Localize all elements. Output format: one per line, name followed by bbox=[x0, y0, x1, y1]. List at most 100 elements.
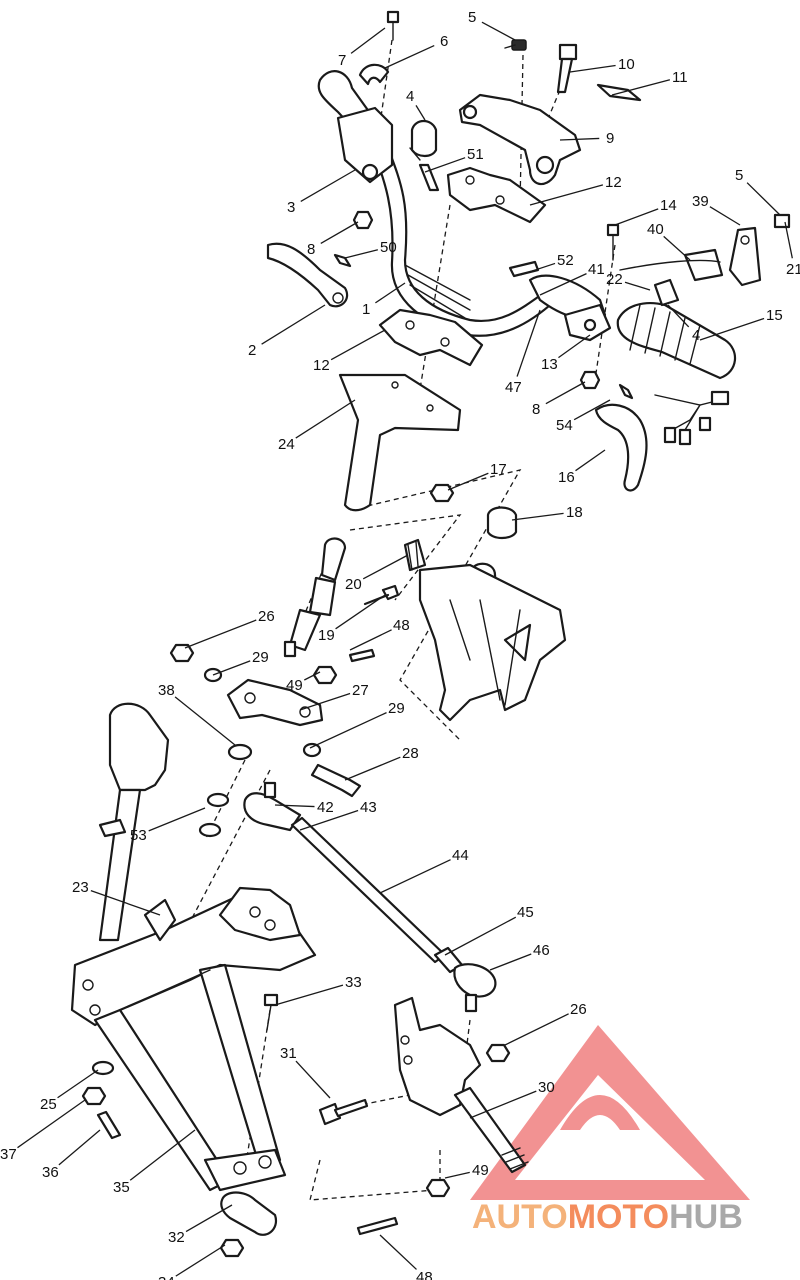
leader-c29b bbox=[309, 712, 387, 749]
leader-c47 bbox=[516, 309, 541, 377]
leader-c48b bbox=[379, 1234, 417, 1270]
callout-c34: 34 bbox=[158, 1274, 175, 1280]
callout-c41: 41 bbox=[588, 261, 605, 278]
leader-c27 bbox=[299, 692, 351, 711]
pin-51 bbox=[418, 163, 440, 192]
callout-c17: 17 bbox=[490, 461, 507, 478]
hardware-left bbox=[81, 1060, 122, 1140]
callout-c18: 18 bbox=[566, 504, 583, 521]
leader-c14 bbox=[614, 208, 659, 226]
ball-joint bbox=[219, 1191, 278, 1258]
leader-c6 bbox=[384, 44, 435, 69]
small-hardware-top bbox=[358, 10, 527, 86]
leader-c43 bbox=[299, 809, 359, 831]
callout-c51: 51 bbox=[467, 146, 484, 163]
handlebar-riser-bottom bbox=[378, 308, 484, 367]
leader-c30 bbox=[469, 1090, 537, 1119]
leader-c25 bbox=[57, 1069, 99, 1099]
bolt-19 bbox=[363, 584, 400, 606]
leader-c41 bbox=[539, 273, 587, 296]
leader-c42 bbox=[274, 804, 315, 808]
pitman-arm bbox=[169, 643, 376, 838]
callout-c49b: 49 bbox=[472, 1162, 489, 1179]
callout-c1: 1 bbox=[362, 301, 370, 318]
leader-c48a bbox=[349, 629, 392, 651]
callout-c27: 27 bbox=[352, 682, 369, 699]
callout-c5b: 5 bbox=[735, 167, 743, 184]
leader-c10 bbox=[569, 64, 616, 73]
leader-c37 bbox=[17, 1099, 86, 1149]
callout-c29a: 29 bbox=[252, 649, 269, 666]
leader-c50 bbox=[344, 249, 378, 259]
callout-c45: 45 bbox=[517, 904, 534, 921]
callout-c11: 11 bbox=[672, 69, 688, 86]
callout-c31: 31 bbox=[280, 1045, 297, 1062]
upper-bracket bbox=[458, 93, 582, 186]
leader-c49a bbox=[304, 671, 321, 681]
callout-c33: 33 bbox=[345, 974, 362, 991]
leader-c12b bbox=[330, 329, 386, 361]
leader-c4a bbox=[415, 105, 426, 121]
callout-c43: 43 bbox=[360, 799, 377, 816]
callout-c12b: 12 bbox=[313, 357, 330, 374]
leader-c26a bbox=[184, 619, 257, 649]
callout-c40: 40 bbox=[647, 221, 664, 238]
nut-bushing bbox=[429, 483, 518, 540]
leader-c8b bbox=[545, 381, 586, 405]
leader-c36 bbox=[58, 1129, 101, 1166]
callout-c20: 20 bbox=[345, 576, 362, 593]
callout-c24: 24 bbox=[278, 436, 295, 453]
callout-c21: 21 bbox=[786, 261, 800, 278]
leader-c5b bbox=[746, 182, 781, 216]
frame-head bbox=[418, 562, 567, 722]
callout-c53: 53 bbox=[130, 827, 147, 844]
callout-c38: 38 bbox=[158, 682, 175, 699]
left-grip-switch bbox=[317, 70, 394, 184]
leader-c1 bbox=[375, 282, 406, 304]
leader-c44 bbox=[379, 859, 451, 894]
callout-c46: 46 bbox=[533, 942, 550, 959]
callout-c50: 50 bbox=[380, 239, 397, 256]
steering-stem-mount bbox=[338, 373, 462, 512]
leader-c45 bbox=[444, 916, 517, 956]
callout-c9: 9 bbox=[606, 130, 614, 147]
callout-c30: 30 bbox=[538, 1079, 555, 1096]
callout-c49a: 49 bbox=[286, 677, 303, 694]
leader-c32 bbox=[185, 1204, 233, 1233]
callout-c19: 19 bbox=[318, 627, 335, 644]
leader-c33 bbox=[274, 984, 344, 1006]
watermark-hub: HUB bbox=[669, 1198, 743, 1236]
callout-c22: 22 bbox=[606, 271, 623, 288]
bolt-10 bbox=[556, 43, 578, 94]
leader-c23 bbox=[90, 890, 161, 916]
callout-c28: 28 bbox=[402, 745, 419, 762]
callout-c52: 52 bbox=[557, 252, 574, 269]
callout-c48b: 48 bbox=[416, 1269, 433, 1280]
callout-c8a: 8 bbox=[307, 241, 315, 258]
leader-c12a bbox=[529, 184, 604, 206]
spindle-knuckle bbox=[318, 996, 529, 1236]
callout-c37: 37 bbox=[0, 1146, 17, 1163]
leader-c53 bbox=[148, 807, 206, 832]
callout-c35: 35 bbox=[113, 1179, 130, 1196]
callout-c26b: 26 bbox=[570, 1001, 587, 1018]
leader-c35 bbox=[129, 1129, 196, 1181]
leader-c54 bbox=[573, 399, 611, 421]
callout-c16: 16 bbox=[558, 469, 575, 486]
right-controls bbox=[508, 213, 791, 492]
leader-c21 bbox=[784, 221, 793, 259]
leader-c8a bbox=[320, 221, 359, 245]
leader-c15 bbox=[699, 317, 765, 341]
leader-c2 bbox=[261, 304, 326, 345]
leader-c18 bbox=[511, 512, 564, 521]
nut-8-left bbox=[352, 210, 374, 230]
leader-c11 bbox=[611, 79, 671, 96]
leader-c5a bbox=[481, 21, 516, 41]
leader-c19 bbox=[335, 594, 386, 630]
leader-c39 bbox=[709, 206, 741, 226]
callout-c32: 32 bbox=[168, 1229, 185, 1246]
leader-c38 bbox=[174, 696, 236, 746]
callout-c7: 7 bbox=[338, 52, 346, 69]
callout-c36: 36 bbox=[42, 1164, 59, 1181]
